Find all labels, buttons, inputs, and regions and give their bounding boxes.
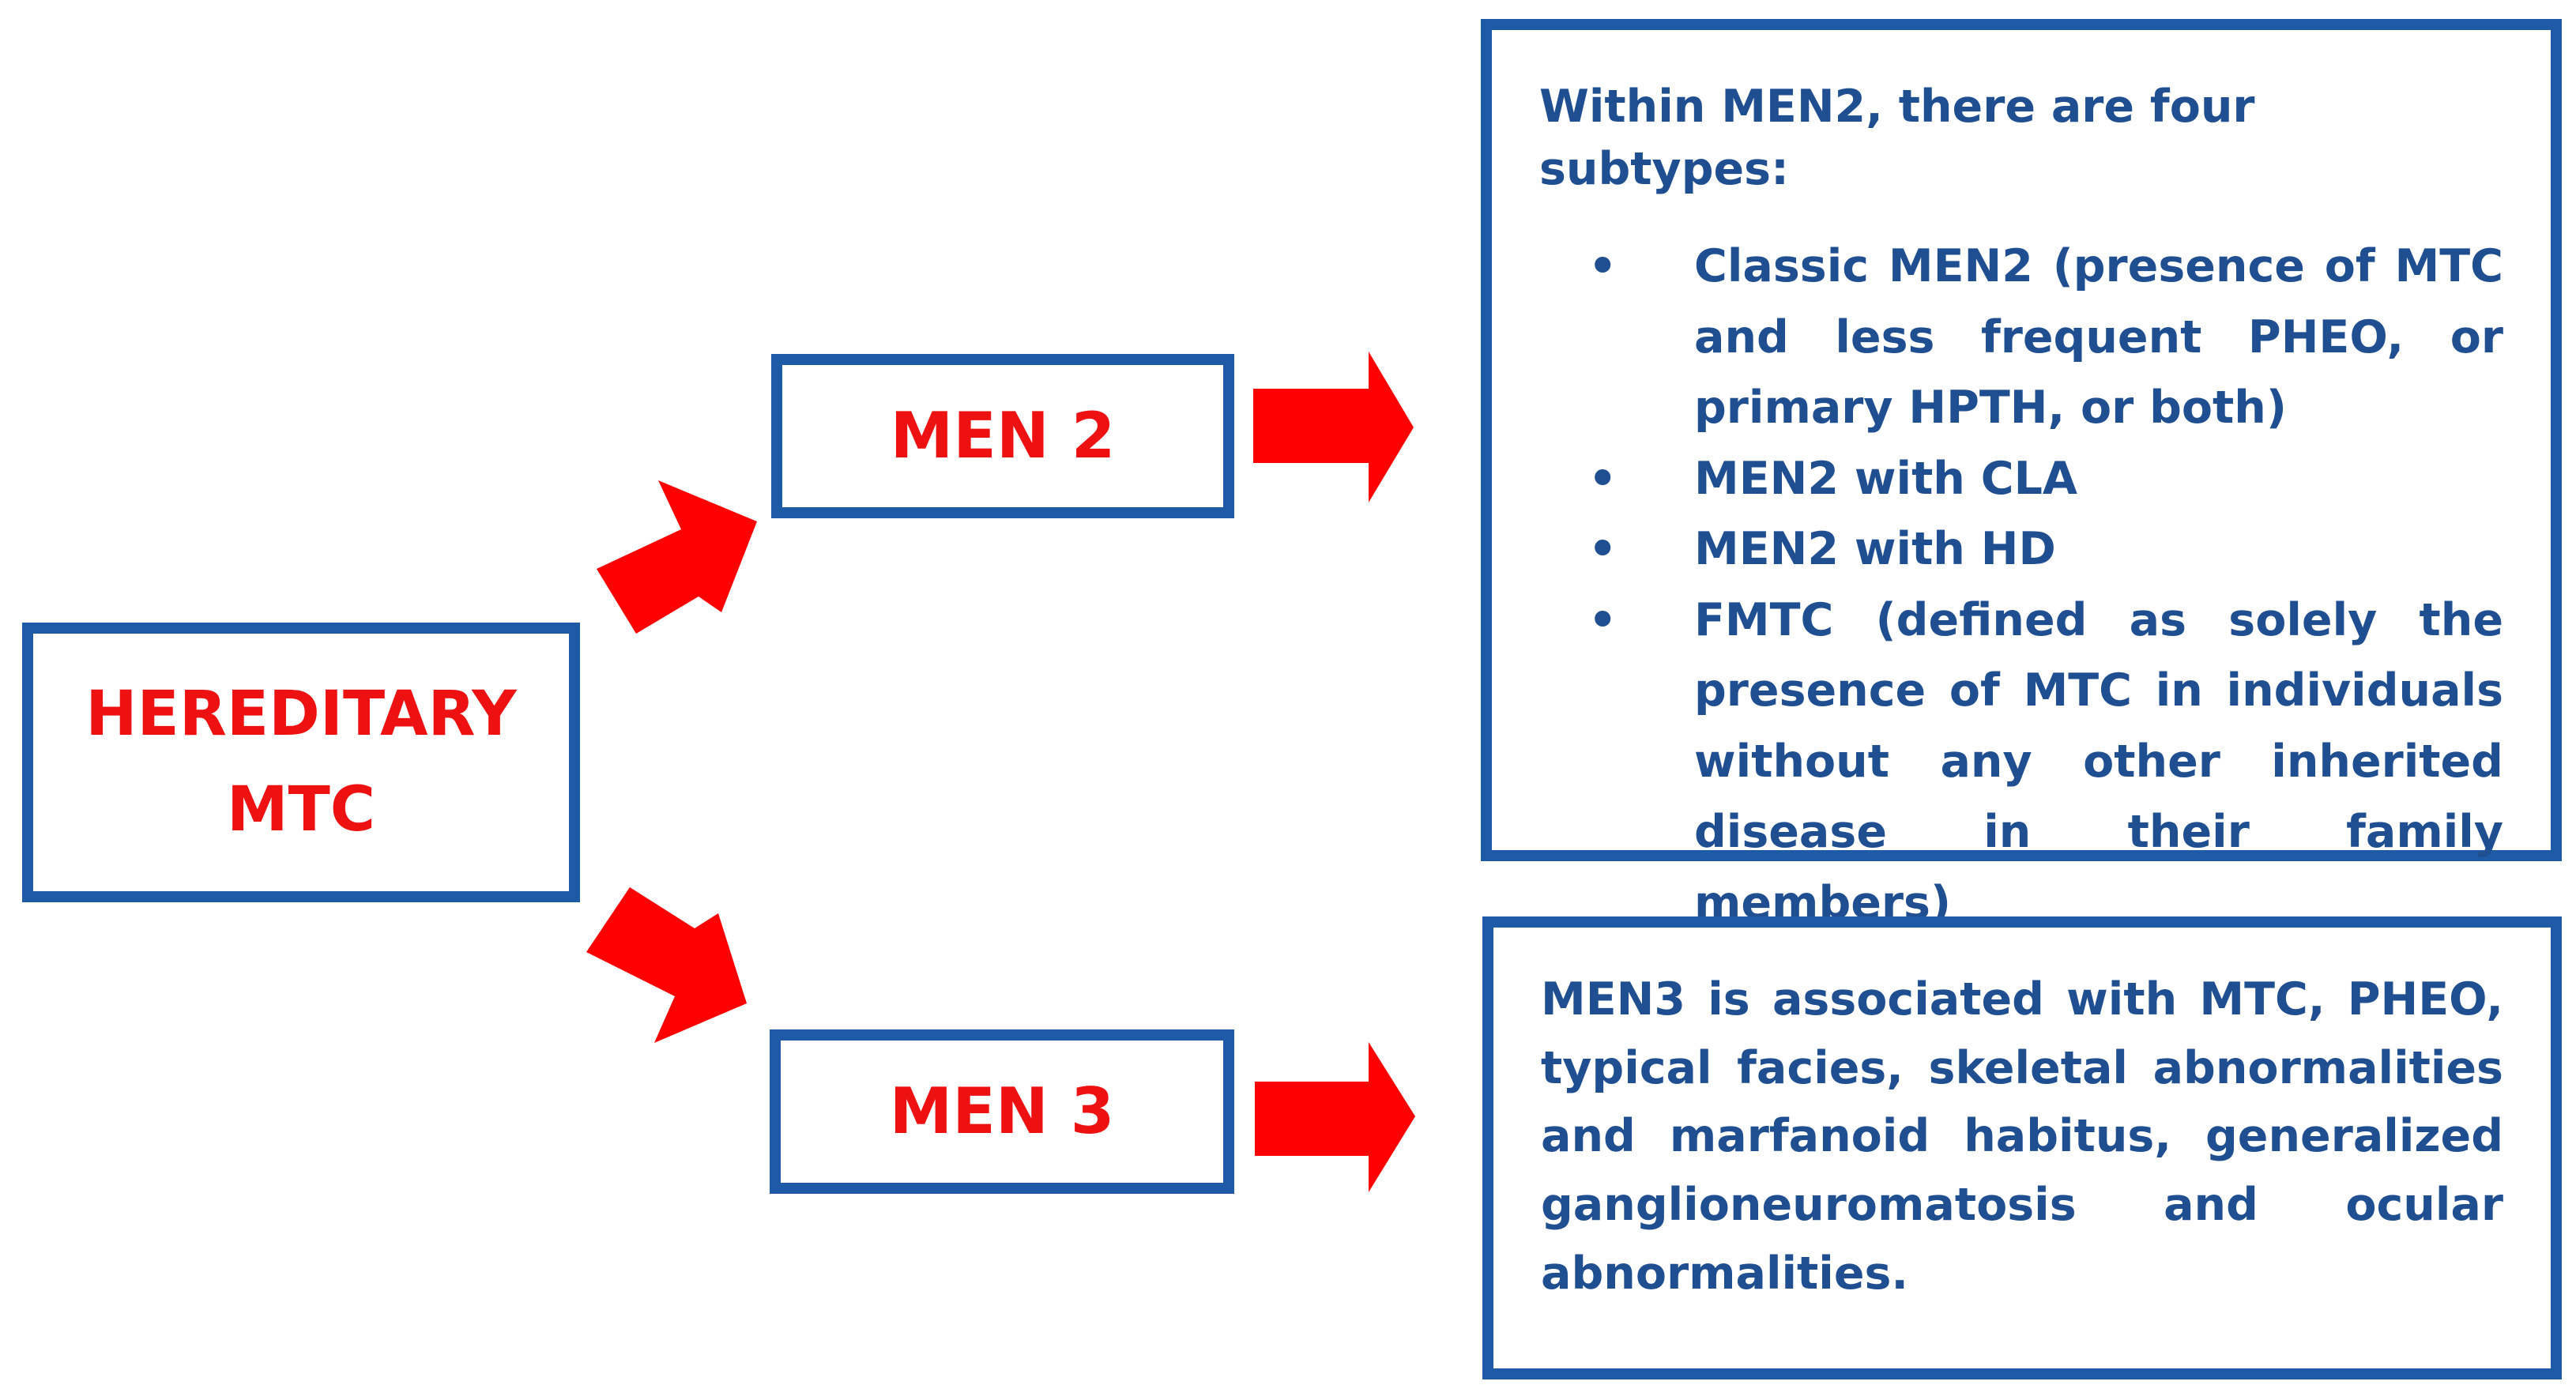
- subtype-men2-hd: MEN2 with HD: [1588, 514, 2503, 585]
- men3-box: MEN 3: [770, 1029, 1234, 1194]
- men2-box: MEN 2: [771, 354, 1234, 518]
- hereditary-label-line2: MTC: [226, 774, 376, 845]
- men2-intro-text: Within MEN2, there are four subtypes:: [1539, 81, 2255, 195]
- hereditary-label-line1: HEREDITARY: [85, 679, 517, 751]
- men2-subtype-list: Classic MEN2 (presence of MTC and less f…: [1539, 231, 2503, 939]
- hereditary-mtc-box: HEREDITARY MTC: [22, 623, 580, 902]
- subtype-men2-cla: MEN2 with CLA: [1588, 444, 2503, 515]
- men2-description-box: Within MEN2, there are four subtypes: Cl…: [1481, 19, 2562, 929]
- arrow-hereditary-to-men2: [597, 480, 757, 634]
- men3-description-text: MEN3 is associated with MTC, PHEO, typic…: [1541, 973, 2503, 1300]
- arrow-men3-to-description: [1255, 1042, 1415, 1192]
- men3-label: MEN 3: [889, 1074, 1115, 1148]
- arrow-men2-to-description: [1253, 352, 1414, 502]
- arrow-hereditary-to-men3: [586, 887, 747, 1043]
- subtype-fmtc: FMTC (defined as solely the presence of …: [1588, 585, 2503, 939]
- subtype-classic-men2: Classic MEN2 (presence of MTC and less f…: [1588, 231, 2503, 443]
- hereditary-mtc-label: HEREDITARY MTC: [85, 667, 516, 858]
- men2-label: MEN 2: [890, 399, 1116, 472]
- men3-description-box: MEN3 is associated with MTC, PHEO, typic…: [1482, 916, 2562, 1379]
